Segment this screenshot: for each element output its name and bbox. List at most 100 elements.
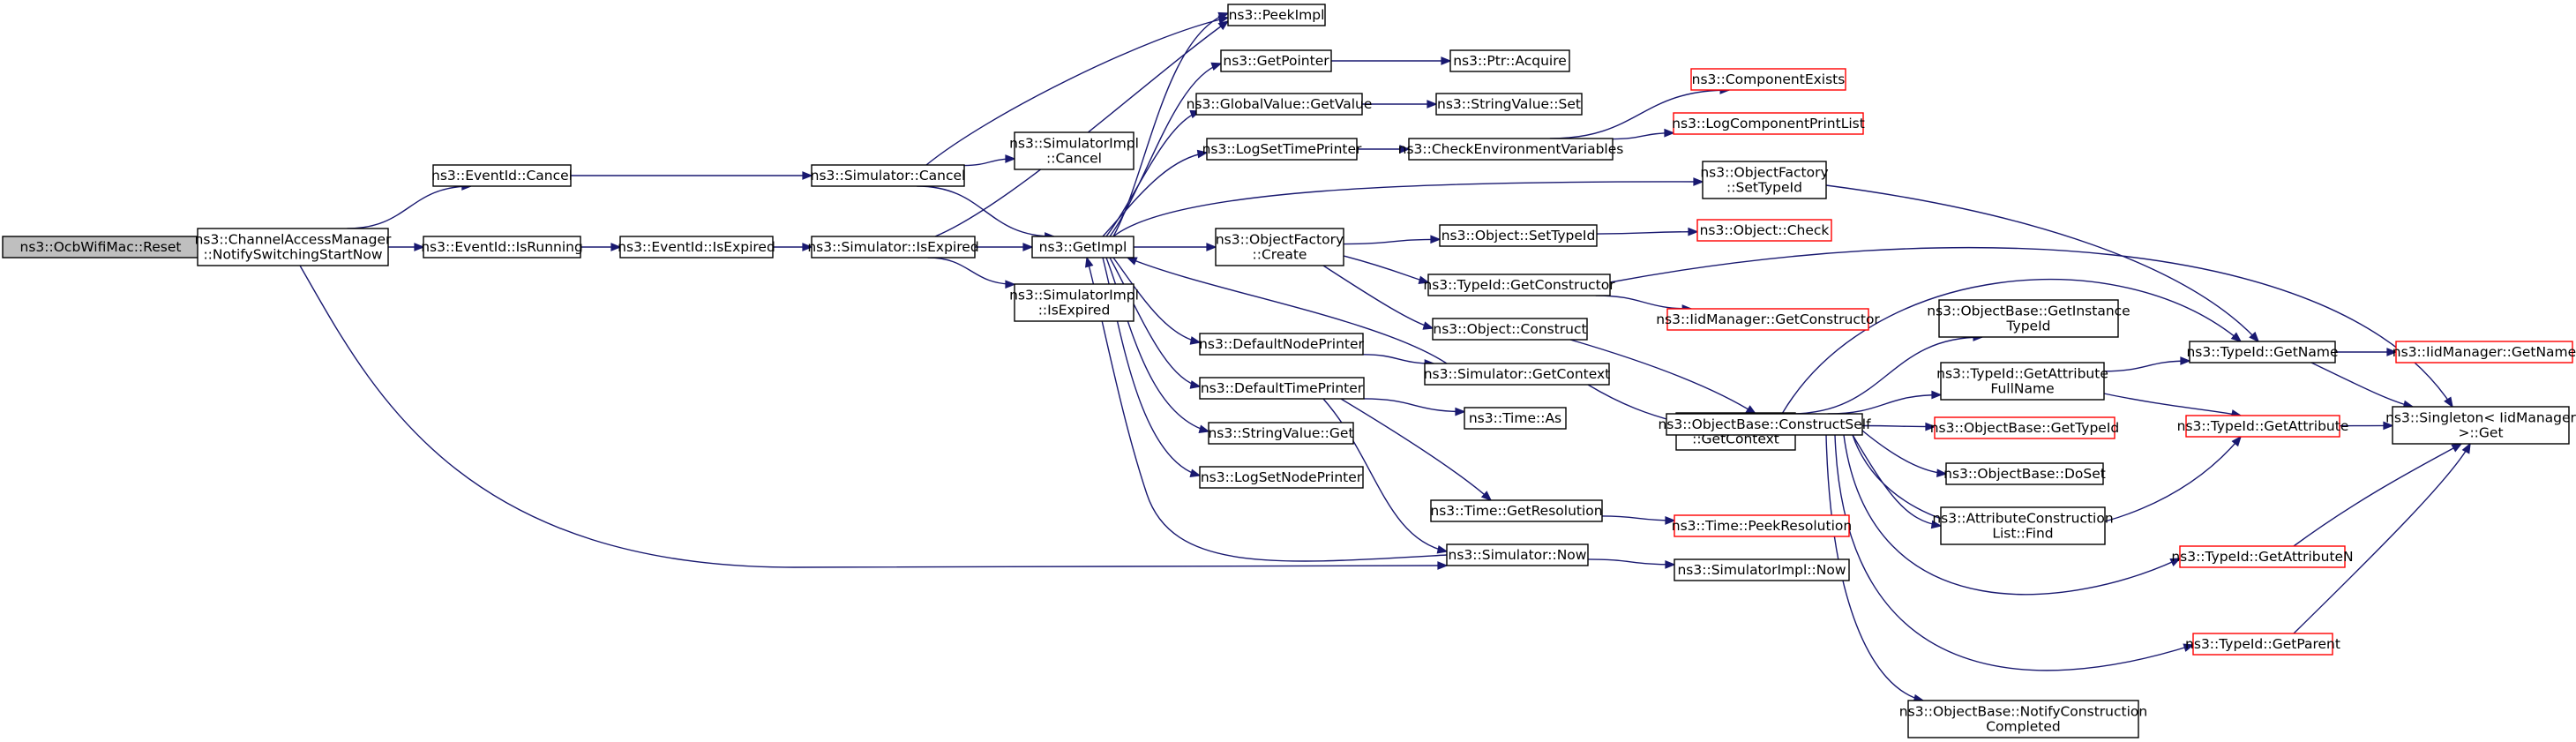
node-ptrAcquire[interactable]: ns3::Ptr::Acquire — [1449, 49, 1570, 72]
node-label: ns3::ObjectBase::ConstructSelf — [1658, 416, 1871, 432]
edge-getImpl-to-getPointer — [1109, 62, 1223, 237]
node-timeGetResolution[interactable]: ns3::Time::GetResolution — [1430, 499, 1603, 522]
node-label: ns3::ObjectBase::DoSet — [1943, 466, 2106, 482]
node-obConstructSelf[interactable]: ns3::ObjectBase::ConstructSelf — [1658, 413, 1871, 436]
node-label: ns3::SimulatorImpl::Now — [1677, 562, 1846, 578]
node-label: ns3::ObjectFactory — [1700, 165, 1828, 181]
node-simIsExpired[interactable]: ns3::Simulator::IsExpired — [807, 236, 979, 259]
node-box — [1408, 138, 1614, 161]
arrow-head — [2180, 356, 2191, 365]
node-obDoSet[interactable]: ns3::ObjectBase::DoSet — [1943, 462, 2106, 485]
edge-obConstructSelf-to-obGetTypeId — [1861, 422, 1936, 431]
edge-defaultNodePrinter-to-simGetContext — [1362, 354, 1435, 368]
node-simImplIsExpired[interactable]: ns3::SimulatorImpl::IsExpired — [1009, 283, 1139, 322]
node-logSetTimePrinter[interactable]: ns3::LogSetTimePrinter — [1202, 138, 1362, 161]
arrow-head — [1022, 243, 1034, 251]
node-getImpl[interactable]: ns3::GetImpl — [1031, 236, 1134, 259]
edge-line — [1112, 257, 1201, 343]
node-evExpired[interactable]: ns3::EventId::IsExpired — [618, 236, 775, 259]
node-label: ns3::TypeId::GetAttribute — [1936, 366, 2108, 382]
node-timePeekResolution[interactable]: ns3::Time::PeekResolution — [1672, 514, 1852, 537]
arrow-head — [1005, 280, 1016, 289]
node-label: ns3::ComponentExists — [1692, 71, 1846, 87]
node-tidGetAttribute[interactable]: ns3::TypeId::GetAttribute — [2177, 415, 2349, 438]
node-evRunning[interactable]: ns3::EventId::IsRunning — [421, 236, 583, 259]
node-label: ::IsExpired — [1038, 303, 1111, 319]
edge-line — [1827, 393, 1942, 415]
node-label: ns3::Ptr::Acquire — [1453, 53, 1567, 69]
node-componentExists[interactable]: ns3::ComponentExists — [1690, 68, 1846, 91]
node-singletonGet[interactable]: ns3::Singleton< IidManager >::Get — [2385, 406, 2576, 445]
node-defaultNodePrinter[interactable]: ns3::DefaultNodePrinter — [1199, 333, 1365, 356]
node-iidGetName[interactable]: ns3::IidManager::GetName — [2393, 341, 2576, 364]
arrow-head — [1455, 407, 1466, 416]
node-objCheck[interactable]: ns3::Object::Check — [1696, 219, 1832, 242]
edge-line — [1569, 339, 1756, 415]
node-box — [1427, 274, 1611, 296]
edge-line — [2310, 362, 2414, 408]
node-iidGetConstructor[interactable]: ns3::IidManager::GetConstructor — [1656, 308, 1880, 331]
arrow-head — [1198, 424, 1210, 433]
edge-tidGetAttributeFullName-to-tidGetName — [2103, 356, 2191, 372]
node-simNow[interactable]: ns3::Simulator::Now — [1446, 543, 1589, 566]
node-label: ns3::TypeId::GetParent — [2185, 636, 2340, 652]
edge-tidGetAttribute-to-singletonGet — [2339, 421, 2394, 431]
node-tidGetParent[interactable]: ns3::TypeId::GetParent — [2185, 633, 2340, 656]
arrow-head — [2249, 331, 2260, 343]
edge-logSetTimePrinter-to-checkEnv — [1356, 145, 1411, 154]
node-checkEnv[interactable]: ns3::CheckEnvironmentVariables — [1398, 138, 1624, 161]
node-simImplNow[interactable]: ns3::SimulatorImpl::Now — [1674, 558, 1850, 581]
node-evCancel[interactable]: ns3::EventId::Cancel — [431, 164, 573, 187]
edge-line — [1086, 257, 1448, 562]
edge-line — [1790, 336, 1983, 415]
node-box — [1940, 362, 2105, 401]
arrow-head — [2461, 442, 2471, 454]
node-simImplCancel[interactable]: ns3::SimulatorImpl::Cancel — [1009, 131, 1139, 170]
node-tidGetName[interactable]: ns3::TypeId::GetName — [2186, 341, 2339, 364]
node-notify[interactable]: ns3::ChannelAccessManager::NotifySwitchi… — [195, 228, 392, 266]
node-ofSetTypeId[interactable]: ns3::ObjectFactory::SetTypeId — [1700, 161, 1829, 199]
node-gvGetValue[interactable]: ns3::GlobalValue::GetValue — [1187, 93, 1373, 116]
node-defaultTimePrinter[interactable]: ns3::DefaultTimePrinter — [1199, 377, 1365, 400]
arrow-head — [1210, 62, 1223, 71]
node-tidGetConstructor[interactable]: ns3::TypeId::GetConstructor — [1423, 274, 1615, 296]
arrow-head — [1399, 145, 1411, 154]
node-svSet[interactable]: ns3::StringValue::Set — [1435, 93, 1583, 116]
node-label: ns3::CheckEnvironmentVariables — [1398, 141, 1624, 157]
edge-obConstructSelf-to-obDoSet — [1861, 430, 1948, 478]
node-timeAs[interactable]: ns3::Time::As — [1464, 407, 1567, 430]
node-box — [1673, 112, 1864, 135]
node-getPointer[interactable]: ns3::GetPointer — [1220, 49, 1332, 72]
node-simCancel[interactable]: ns3::Simulator::Cancel — [811, 164, 966, 187]
node-logComponentPrintList[interactable]: ns3::LogComponentPrintList — [1672, 112, 1865, 135]
node-peekImpl[interactable]: ns3::PeekImpl — [1227, 4, 1326, 26]
node-svGet[interactable]: ns3::StringValue::Get — [1208, 422, 1354, 445]
node-tidGetAttributeN[interactable]: ns3::TypeId::GetAttributeN — [2171, 545, 2354, 568]
node-label: List::Find — [1992, 526, 2053, 542]
node-simGetContext[interactable]: ns3::Simulator::GetContext — [1424, 363, 1611, 386]
node-objSetTypeId[interactable]: ns3::Object::SetTypeId — [1439, 224, 1598, 247]
edge-line — [927, 257, 1015, 285]
arrow-head — [1925, 422, 1936, 431]
arrow-head — [1189, 468, 1202, 477]
node-logSetNodePrinter[interactable]: ns3::LogSetNodePrinter — [1199, 466, 1364, 489]
node-objConstruct[interactable]: ns3::Object::Construct — [1432, 318, 1588, 341]
node-ofCreate[interactable]: ns3::ObjectFactory::Create — [1215, 228, 1344, 266]
arrow-head — [1196, 149, 1209, 159]
node-label: ns3::Simulator::Cancel — [811, 168, 966, 184]
edge-line — [1105, 257, 1209, 432]
arrow-head — [1936, 468, 1948, 478]
node-obGetTypeId[interactable]: ns3::ObjectBase::GetTypeId — [1930, 416, 2120, 439]
edge-getImpl-to-svGet — [1105, 257, 1210, 433]
node-box — [1430, 499, 1603, 522]
edge-checkEnv-to-logComponentPrintList — [1612, 128, 1675, 140]
node-box — [811, 164, 965, 187]
node-box — [1220, 49, 1332, 72]
edge-tidGetParent-to-singletonGet — [2293, 442, 2471, 634]
node-obNotifyConstructionCompleted[interactable]: ns3::ObjectBase::NotifyConstructionCompl… — [1899, 700, 2147, 738]
node-label: ns3::AttributeConstruction — [1932, 511, 2113, 527]
edge-line — [1861, 430, 1947, 475]
